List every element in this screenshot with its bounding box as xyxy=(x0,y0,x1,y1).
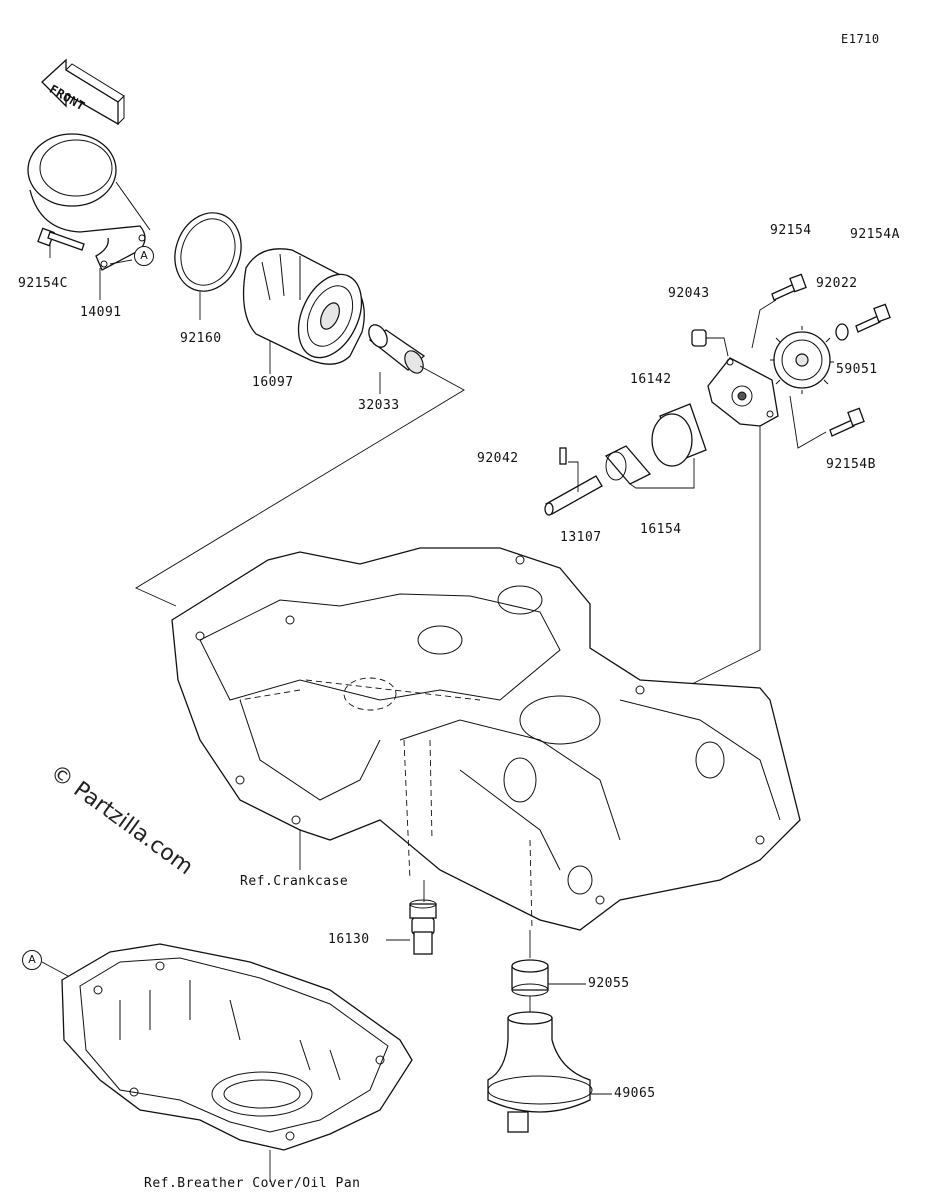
part-92154a[interactable]: 92154A xyxy=(850,227,900,242)
pump-leader-lines xyxy=(568,299,827,691)
part-16154[interactable]: 16154 xyxy=(640,522,682,537)
part-14091[interactable]: 14091 xyxy=(80,305,122,320)
ref-oil-pan[interactable]: Ref.Breather Cover/Oil Pan xyxy=(144,1176,361,1191)
dowel-92043 xyxy=(691,329,707,347)
part-32033[interactable]: 32033 xyxy=(358,398,400,413)
part-13107[interactable]: 13107 xyxy=(560,530,602,545)
part-49065[interactable]: 49065 xyxy=(614,1086,656,1101)
part-92043[interactable]: 92043 xyxy=(668,286,710,301)
oil-pump-body-16142 xyxy=(707,357,779,427)
bolt-92154a xyxy=(855,303,891,333)
bolt-92154b xyxy=(829,407,865,437)
oil-strainer-49065 xyxy=(487,996,612,1133)
part-92154[interactable]: 92154 xyxy=(770,223,812,238)
part-92042[interactable]: 92042 xyxy=(477,451,519,466)
part-92160[interactable]: 92160 xyxy=(180,331,222,346)
part-16130[interactable]: 16130 xyxy=(328,932,370,947)
oil-pump-rotor-16154 xyxy=(604,403,707,485)
washer-92022 xyxy=(835,323,849,341)
part-92055[interactable]: 92055 xyxy=(588,976,630,991)
part-16097[interactable]: 16097 xyxy=(252,375,294,390)
part-16142[interactable]: 16142 xyxy=(630,372,672,387)
diagram-code: E1710 xyxy=(841,32,880,46)
front-arrow-icon xyxy=(41,58,125,126)
callout-a-pan: A xyxy=(22,950,42,970)
pipe-32033 xyxy=(368,324,426,374)
oil-seal-92055 xyxy=(511,930,586,997)
crankcase-assembly xyxy=(171,547,801,931)
ref-crankcase[interactable]: Ref.Crankcase xyxy=(240,874,349,889)
oil-filter-16097 xyxy=(242,248,365,365)
callout-a-top: A xyxy=(134,246,154,266)
oil-filter-cover xyxy=(27,133,151,271)
part-92022[interactable]: 92022 xyxy=(816,276,858,291)
filter-leader-line xyxy=(135,365,465,607)
o-ring-92160 xyxy=(174,212,242,292)
part-92154c[interactable]: 92154C xyxy=(18,276,68,291)
pump-shaft-13107 xyxy=(544,475,603,516)
part-92154b[interactable]: 92154B xyxy=(826,457,876,472)
part-59051[interactable]: 59051 xyxy=(836,362,878,377)
filter-leader-lines xyxy=(49,242,381,394)
sprocket-59051 xyxy=(770,326,834,394)
pin-92042 xyxy=(559,447,567,465)
bolt-92154c xyxy=(37,227,85,251)
fitting-16130 xyxy=(386,880,437,955)
oil-pan xyxy=(41,943,413,1182)
bolt-92154 xyxy=(771,273,807,301)
